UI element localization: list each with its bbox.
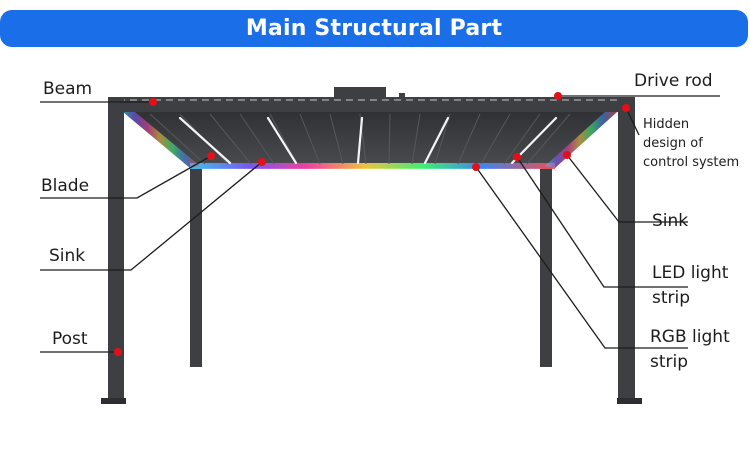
- rgb-light-strip: [190, 163, 555, 169]
- label-led-1: LED light: [652, 263, 729, 283]
- led-leader: [516, 156, 688, 288]
- label-rgb-1: RGB light: [650, 327, 730, 347]
- front-post-right: [618, 97, 635, 402]
- sink-right-leader: [566, 154, 688, 223]
- label-led-2: strip: [652, 288, 691, 308]
- label-sink-right: Sink: [652, 211, 689, 231]
- front-post-left-foot: [101, 398, 126, 404]
- title-banner: Main Structural Part: [0, 10, 748, 47]
- hidden-control-leader: [625, 107, 640, 136]
- back-post-left: [190, 165, 202, 367]
- rgb-marker: [472, 163, 480, 171]
- rgb-leader: [475, 166, 688, 349]
- label-hidden-control-3: control system: [643, 155, 740, 170]
- hidden-control-marker: [622, 104, 630, 112]
- control-nub: [399, 93, 405, 98]
- label-hidden-control-2: design of: [643, 136, 703, 151]
- label-blade: Blade: [41, 176, 90, 196]
- label-sink-left: Sink: [49, 246, 86, 266]
- led-marker: [513, 153, 521, 161]
- label-drive-rod: Drive rod: [634, 71, 713, 91]
- front-post-left: [108, 97, 124, 402]
- label-hidden-control-1: Hidden: [643, 117, 690, 132]
- rgb-glow-right: [545, 112, 617, 168]
- beam-marker: [149, 98, 157, 106]
- sink-left-leader: [40, 161, 263, 271]
- post-marker: [114, 348, 122, 356]
- sink-right-marker: [563, 151, 571, 159]
- control-box: [334, 87, 386, 98]
- blade-leader: [40, 155, 212, 199]
- label-post: Post: [52, 329, 88, 349]
- blade-marker: [207, 152, 215, 160]
- leader-lines: [40, 95, 720, 353]
- drive-rod-marker: [554, 92, 562, 100]
- roof-underside: [123, 112, 617, 168]
- label-beam: Beam: [43, 79, 93, 99]
- rgb-glow-left: [123, 112, 200, 168]
- page-title: Main Structural Part: [245, 16, 503, 41]
- sink-left-marker: [258, 158, 266, 166]
- label-rgb-2: strip: [650, 352, 689, 372]
- markers: [114, 92, 630, 356]
- front-post-right-foot: [617, 398, 642, 404]
